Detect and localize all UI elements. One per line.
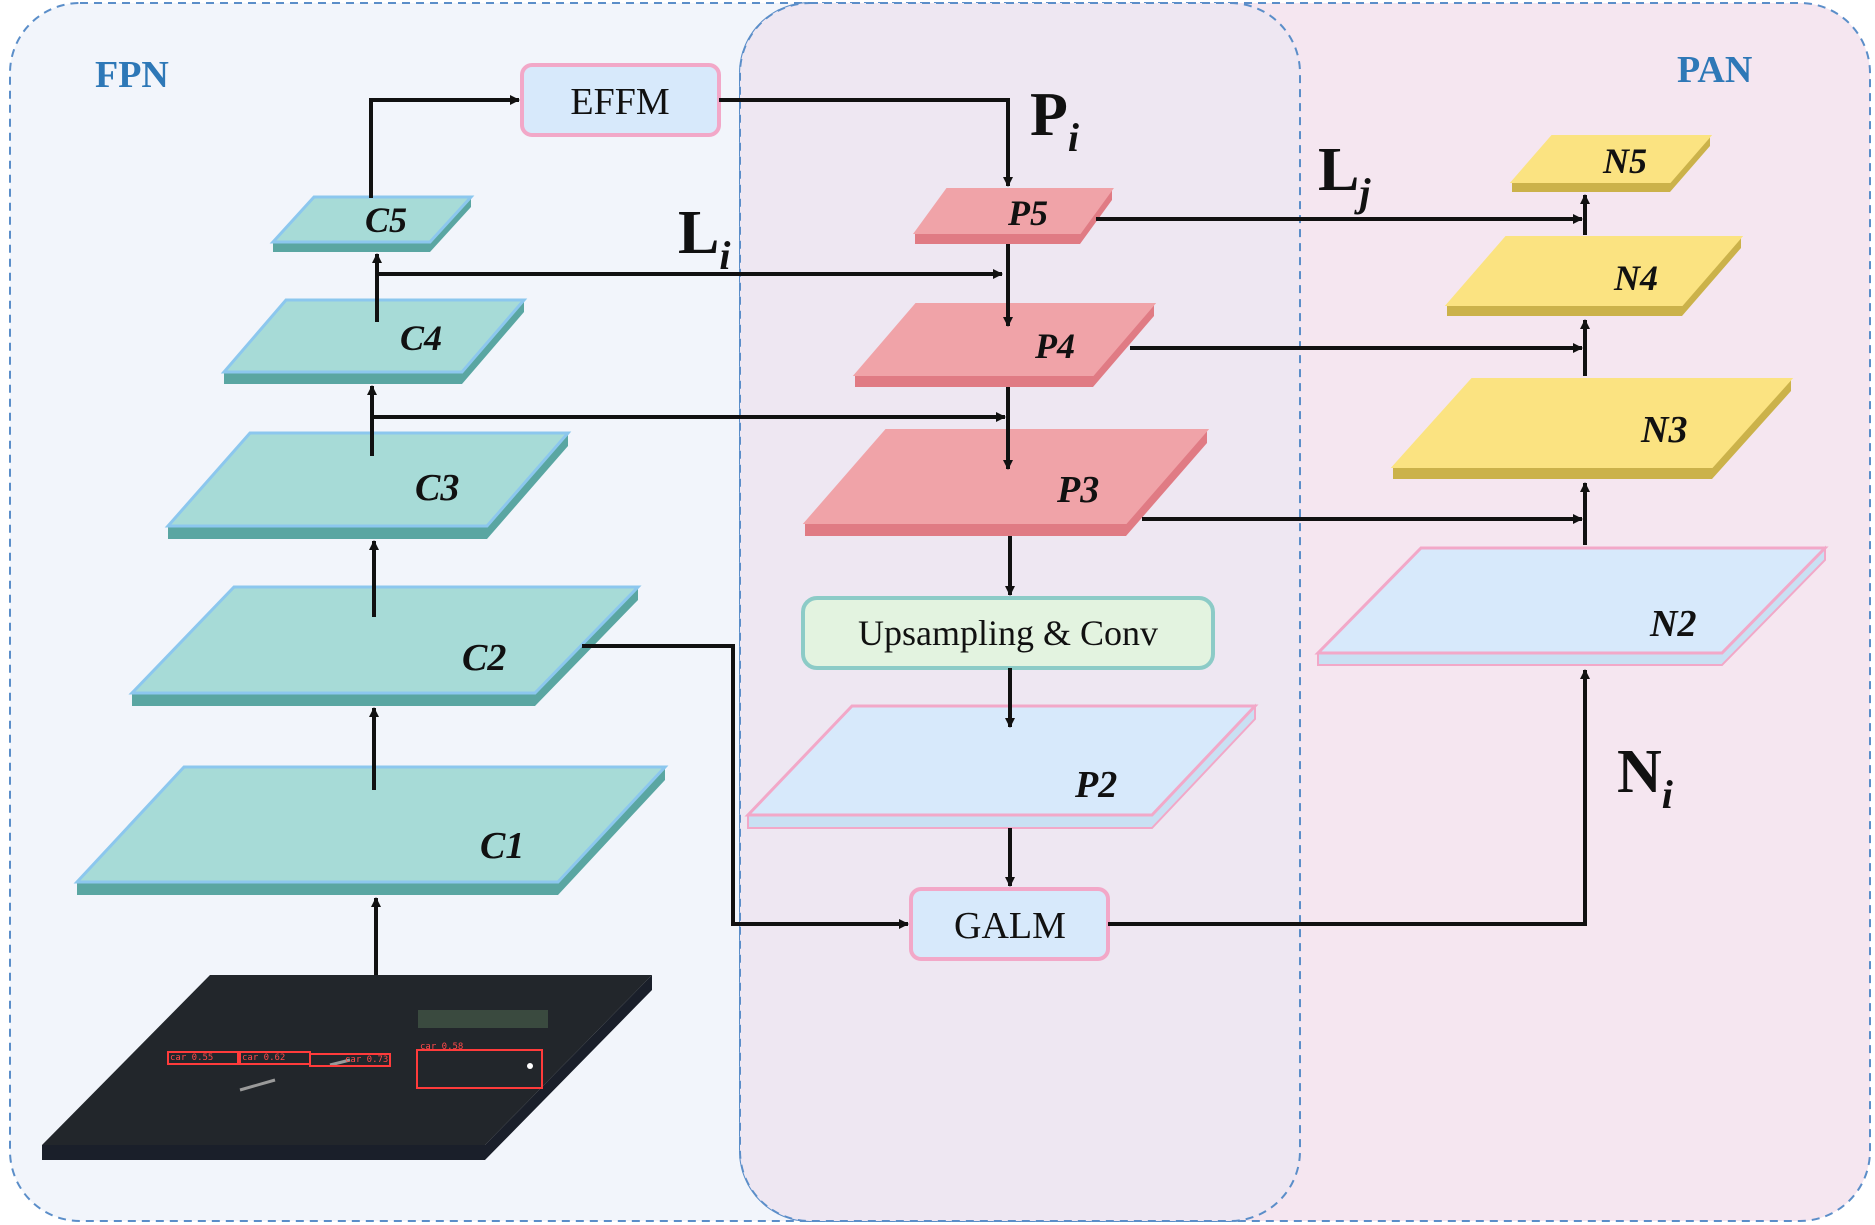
headlight	[527, 1063, 533, 1069]
symbol-ni-sub: i	[1662, 772, 1673, 817]
road-line	[329, 1058, 351, 1067]
c2-top	[128, 585, 642, 695]
fpn-p3: P3	[802, 429, 1210, 536]
p4-label: P4	[1034, 326, 1075, 366]
symbol-ni: Ni	[1617, 738, 1673, 817]
p2-label: P2	[1074, 764, 1117, 806]
effm-label: EFFM	[570, 81, 669, 123]
detection-label: car 0.58	[420, 1042, 463, 1052]
n4-side	[1447, 237, 1741, 316]
road-line	[239, 1078, 276, 1092]
n4-label: N4	[1613, 258, 1658, 298]
backbone-c5: C5	[269, 195, 475, 252]
n5-label: N5	[1602, 141, 1647, 181]
detection-label: car 0.62	[242, 1053, 285, 1063]
c1-top	[73, 765, 669, 884]
symbol-pi-sub: i	[1068, 115, 1079, 160]
pan-n2: N2	[1314, 545, 1829, 666]
c3-top	[164, 431, 572, 528]
backbone-c3: C3	[164, 431, 572, 539]
pan-n4: N4	[1444, 236, 1744, 316]
symbol-pi: Pi	[1030, 81, 1079, 160]
detection-box	[167, 1051, 239, 1065]
arrow-galm-n2	[1108, 669, 1590, 926]
upsampling-label: Upsampling & Conv	[858, 613, 1158, 653]
road-sign	[418, 1010, 548, 1028]
p4-top	[852, 303, 1157, 376]
fpn-p2: P2	[744, 703, 1259, 829]
connectors	[367, 95, 1590, 975]
c5-top	[269, 195, 475, 244]
backbone-c4: C4	[220, 298, 528, 384]
pan-n5: N5	[1509, 135, 1713, 192]
symbol-ni-base: N	[1617, 738, 1662, 806]
pan-n3: N3	[1390, 378, 1794, 479]
arrow-c2-galm	[582, 644, 909, 929]
symbol-pi-base: P	[1030, 81, 1068, 149]
arrow-c5-effm	[369, 95, 520, 198]
c5-side	[273, 197, 471, 252]
fpn-label: FPN	[95, 54, 169, 96]
upsampling-box: Upsampling & Conv	[801, 596, 1215, 670]
detection-box	[309, 1053, 391, 1067]
c3-side	[168, 433, 568, 539]
symbol-lj: Lj	[1318, 136, 1371, 215]
c4-label: C4	[400, 318, 442, 358]
p5-label: P5	[1007, 193, 1048, 233]
symbol-li-sub: i	[719, 233, 730, 278]
c5-label: C5	[365, 200, 407, 240]
p3-label: P3	[1056, 469, 1099, 511]
detection-box	[416, 1049, 543, 1089]
n3-label: N3	[1640, 409, 1687, 451]
c4-side	[224, 300, 524, 384]
backbone-c2: C2	[128, 585, 642, 706]
n4-top	[1444, 236, 1744, 306]
c2-label: C2	[462, 637, 506, 679]
effm-box: EFFM	[520, 63, 721, 137]
symbol-lj-base: L	[1318, 136, 1359, 204]
n5-side	[1512, 136, 1710, 192]
c1-label: C1	[480, 825, 524, 867]
fpn-p5: P5	[913, 188, 1114, 244]
p5-top	[913, 188, 1114, 234]
galm-label: GALM	[954, 905, 1066, 947]
p3-top	[802, 429, 1210, 524]
c3-label: C3	[415, 467, 459, 509]
symbol-li-base: L	[678, 199, 719, 267]
c4-top	[220, 298, 528, 374]
n2-label: N2	[1649, 603, 1696, 645]
n5-top	[1509, 135, 1713, 183]
n2-top	[1314, 546, 1829, 655]
pan-label: PAN	[1677, 49, 1752, 91]
arrow-effm-p5	[719, 98, 1013, 187]
symbol-li: Li	[678, 199, 730, 278]
detection-label: car 0.73	[345, 1055, 388, 1065]
fpn-p4: P4	[852, 303, 1157, 387]
galm-box: GALM	[909, 887, 1110, 961]
n3-side	[1393, 379, 1791, 479]
p3-side	[805, 430, 1207, 536]
input-image: car 0.55 car 0.62 car 0.73 car 0.58	[42, 975, 652, 1160]
p4-side	[855, 304, 1154, 387]
n3-top	[1390, 378, 1794, 468]
detection-label: car 0.55	[170, 1053, 213, 1063]
p2-top	[744, 704, 1259, 817]
backbone-c1: C1	[73, 765, 669, 895]
